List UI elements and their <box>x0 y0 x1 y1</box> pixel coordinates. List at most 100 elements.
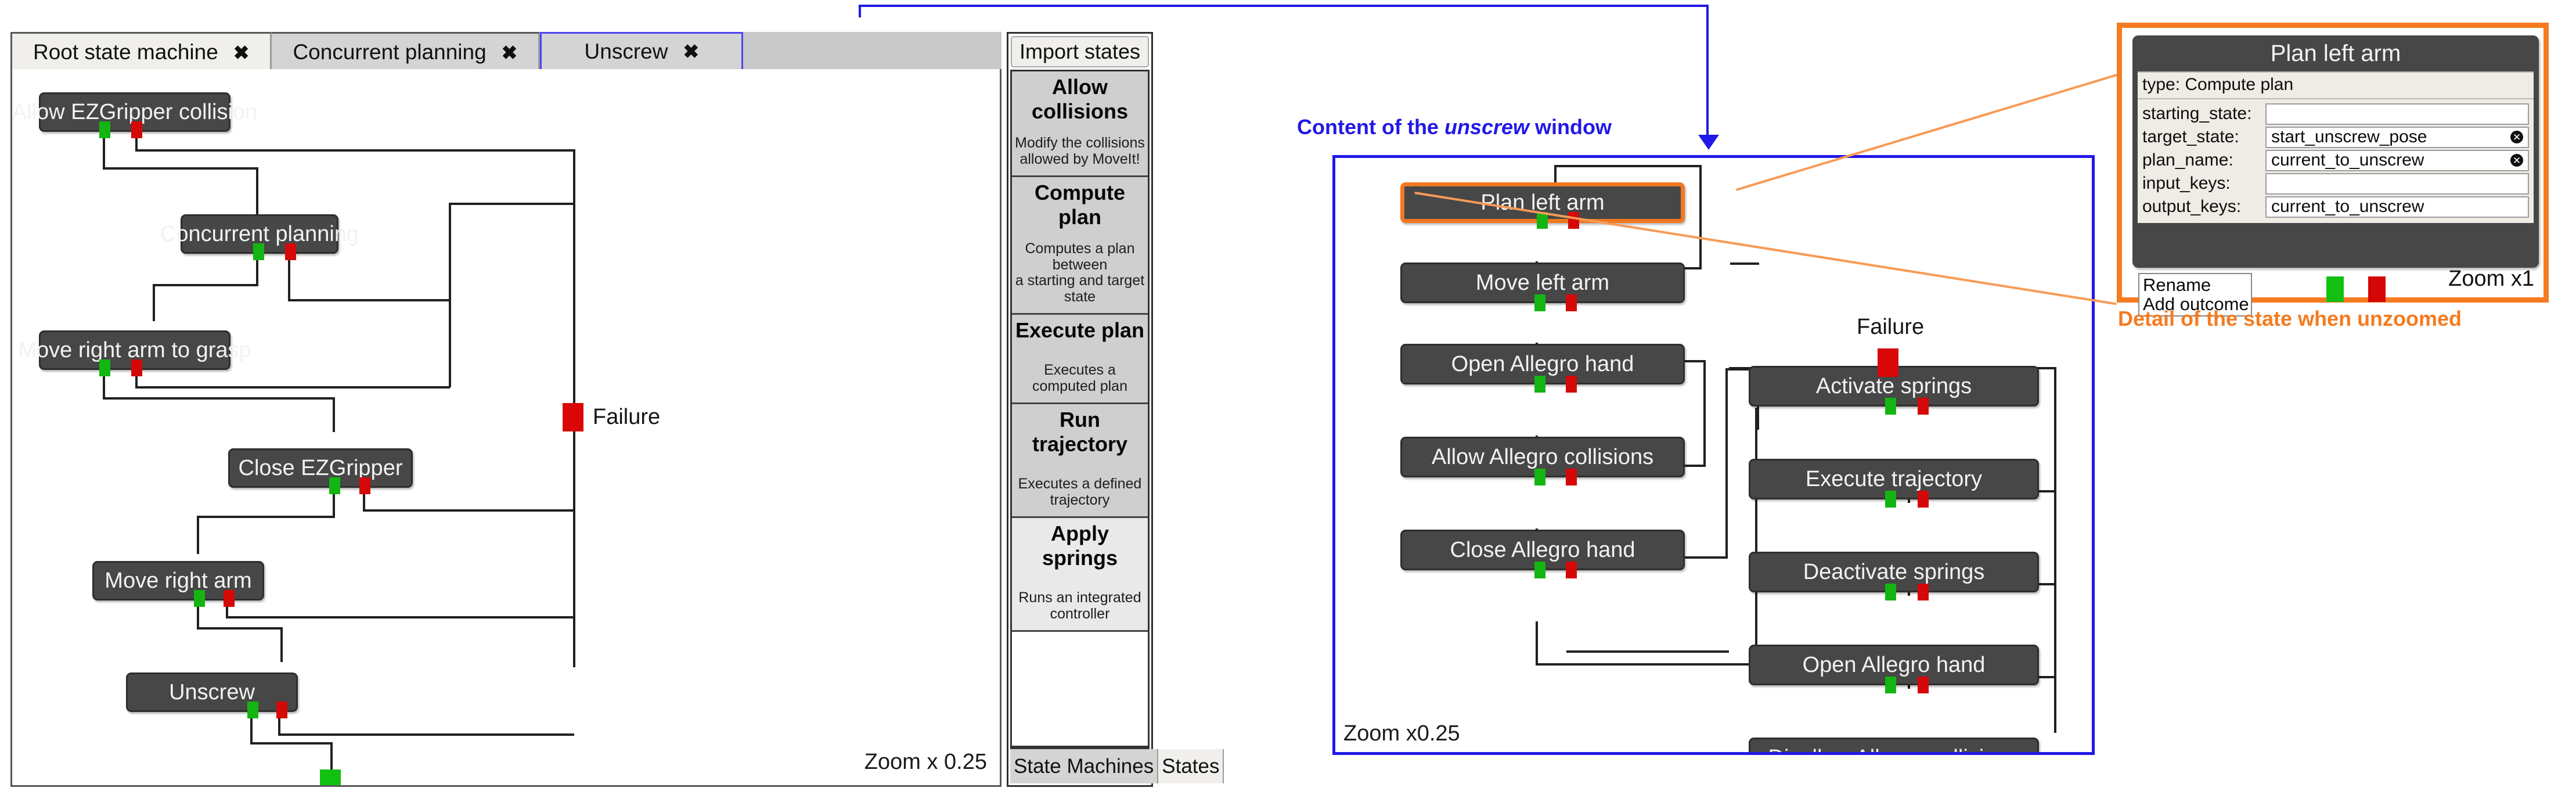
outcome-port-failure[interactable] <box>131 359 142 376</box>
outcome-port-failure[interactable] <box>359 477 370 494</box>
context-menu-item-add-outcome[interactable]: Add outcome <box>2143 294 2249 315</box>
library-item-apply-springs[interactable]: Apply springs Runs an integrated control… <box>1012 518 1148 632</box>
clear-icon[interactable]: ✕ <box>2510 154 2523 167</box>
outcome-port-failure[interactable] <box>285 243 296 260</box>
tab-concurrent-planning[interactable]: Concurrent planning ✖ <box>272 32 541 71</box>
connector <box>1703 360 1706 466</box>
library-item-run-trajectory[interactable]: Run trajectory Executes a defined trajec… <box>1012 404 1148 518</box>
target-state-input[interactable]: start_unscrew_pose✕ <box>2265 126 2529 148</box>
library-tab-bar: State Machines States <box>1010 747 1224 783</box>
blue-leader-line <box>859 5 861 17</box>
state-node-execute-trajectory[interactable]: Execute trajectory <box>1749 459 2039 508</box>
close-icon[interactable]: ✖ <box>683 41 700 62</box>
failure-marker[interactable] <box>563 403 583 431</box>
state-node-label: Move right arm <box>105 568 252 593</box>
failure-label: Failure <box>1857 315 1925 339</box>
outcome-port-success[interactable] <box>253 243 264 260</box>
state-node-deactivate-springs[interactable]: Deactivate springs <box>1749 552 2039 600</box>
outcome-port-success[interactable] <box>1885 584 1896 600</box>
library-item-execute-plan[interactable]: Execute plan Executes a computed plan <box>1012 315 1148 404</box>
outcome-port-success[interactable] <box>194 590 205 607</box>
state-node-move-left-arm[interactable]: Move left arm <box>1400 262 1685 311</box>
outcome-port-success[interactable] <box>247 702 258 718</box>
outcome-port-success[interactable] <box>1885 677 1896 693</box>
state-node-open-allegro-hand[interactable]: Open Allegro hand <box>1400 344 1685 393</box>
state-node[interactable]: Move right arm <box>92 561 264 607</box>
state-node[interactable]: Unscrew <box>126 672 298 718</box>
failure-marker[interactable] <box>1878 348 1898 377</box>
state-node[interactable]: Allow EZGripper collision <box>12 92 257 138</box>
state-machine-canvas[interactable]: Allow EZGripper collision Concurrent pla… <box>10 69 1001 787</box>
state-node[interactable]: Close EZGripper <box>228 448 413 494</box>
states-library-list[interactable]: Allow collisions Modify the collisions a… <box>1010 70 1150 747</box>
outcome-port-failure[interactable] <box>1566 562 1577 578</box>
outcome-port-failure[interactable] <box>1568 212 1579 229</box>
library-item-title: Allow collisions <box>1031 75 1129 123</box>
close-icon[interactable]: ✖ <box>501 41 518 63</box>
failure-label: Failure <box>593 405 661 429</box>
outcome-port-failure[interactable] <box>1566 376 1577 393</box>
state-node[interactable]: Move right arm to grasp <box>18 330 251 376</box>
library-item-allow-collisions[interactable]: Allow collisions Modify the collisions a… <box>1012 71 1148 177</box>
close-icon[interactable]: ✖ <box>233 41 250 63</box>
library-item-title: Apply springs <box>1042 522 1118 570</box>
outcome-port-success[interactable] <box>1537 212 1548 229</box>
connector <box>363 509 574 512</box>
outcome-port-success[interactable] <box>1534 562 1545 578</box>
tab-unscrew[interactable]: Unscrew ✖ <box>540 32 744 71</box>
tab-label: Root state machine <box>33 40 218 64</box>
connector <box>103 131 105 170</box>
state-node-allow-allegro-collisions[interactable]: Allow Allegro collisions <box>1400 437 1685 485</box>
outcome-port-failure[interactable] <box>276 702 287 718</box>
clear-icon[interactable]: ✕ <box>2510 131 2523 143</box>
outcome-port-failure[interactable] <box>1918 677 1929 693</box>
output-keys-input[interactable]: current_to_unscrew <box>2265 196 2529 218</box>
unscrew-zoom-label: Zoom x0.25 <box>1343 721 1460 746</box>
outcome-port-failure[interactable] <box>1566 469 1577 485</box>
state-node-plan-left-arm[interactable]: Plan left arm <box>1400 182 1685 229</box>
state-node-label: Move right arm to grasp <box>18 337 251 362</box>
outcome-port-success[interactable] <box>1885 491 1896 508</box>
outcome-port-failure[interactable] <box>1918 491 1929 508</box>
connector <box>153 284 155 321</box>
outcome-port-success[interactable] <box>1885 398 1896 415</box>
outcome-port-success[interactable] <box>329 477 340 494</box>
outcome-port-success[interactable] <box>2326 276 2344 302</box>
tab-root-state-machine[interactable]: Root state machine ✖ <box>10 32 272 71</box>
state-node-disallow-allegro-collisions[interactable]: Disallow Allegro collisions <box>1749 738 2039 752</box>
blue-annotation-caption: Content of the unscrew window <box>1297 115 1612 139</box>
field-label: starting_state: <box>2142 104 2252 123</box>
connector <box>256 254 258 286</box>
success-marker[interactable] <box>320 769 341 785</box>
context-menu-item-rename[interactable]: Rename <box>2143 275 2211 295</box>
starting-state-input[interactable] <box>2265 103 2529 125</box>
library-item-compute-plan[interactable]: Compute plan Computes a plan between a s… <box>1012 177 1148 315</box>
unscrew-state-machine-window[interactable]: Plan left arm Move left arm Open Allegro… <box>1332 155 2095 755</box>
state-node-open-allegro-hand-2[interactable]: Open Allegro hand <box>1749 645 2039 693</box>
outcome-port-failure[interactable] <box>2368 276 2386 302</box>
detail-state-node[interactable]: Plan left arm type: Compute plan startin… <box>2132 35 2539 302</box>
outcome-port-failure[interactable] <box>1918 584 1929 600</box>
outcome-port-success[interactable] <box>99 359 110 376</box>
outcome-port-success[interactable] <box>1534 376 1545 393</box>
state-context-menu[interactable]: Rename Add outcome <box>2138 273 2252 317</box>
outcome-port-failure[interactable] <box>224 590 235 607</box>
state-node[interactable]: Concurrent planning <box>160 214 359 260</box>
detail-field-rows: starting_state: target_state: start_unsc… <box>2138 99 2534 223</box>
outcome-port-success[interactable] <box>1534 294 1545 311</box>
library-tab-states[interactable]: States <box>1158 749 1224 783</box>
outcome-port-success[interactable] <box>99 121 110 138</box>
import-states-button[interactable]: Import states <box>1011 36 1149 67</box>
connector <box>197 516 335 518</box>
outcome-port-failure[interactable] <box>131 121 142 138</box>
connector <box>1566 650 1729 653</box>
state-node-close-allegro-hand[interactable]: Close Allegro hand <box>1400 530 1685 578</box>
outcome-port-success[interactable] <box>1534 469 1545 485</box>
outcome-port-failure[interactable] <box>1566 294 1577 311</box>
plan-name-input[interactable]: current_to_unscrew✕ <box>2265 149 2529 171</box>
outcome-port-failure[interactable] <box>1918 398 1929 415</box>
field-row-input-keys: input_keys: <box>2142 172 2529 195</box>
connector <box>250 742 333 745</box>
input-keys-input[interactable] <box>2265 172 2529 195</box>
library-tab-state-machines[interactable]: State Machines <box>1010 749 1159 783</box>
